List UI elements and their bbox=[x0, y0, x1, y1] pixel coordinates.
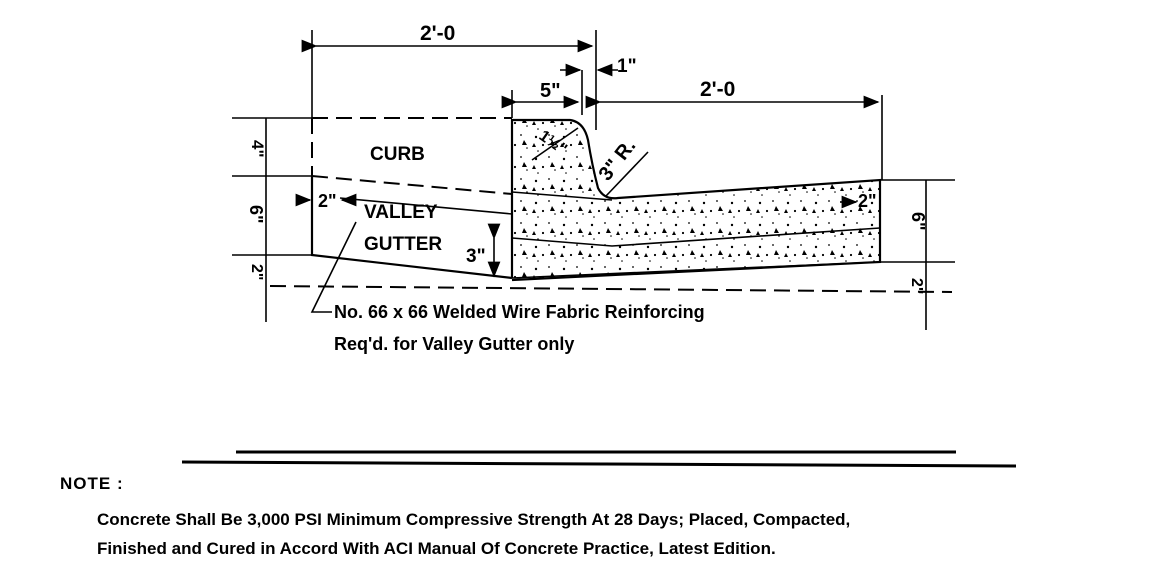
label-reinforcing-line1: No. 66 x 66 Welded Wire Fabric Reinforci… bbox=[334, 302, 705, 322]
dim-right-lower: 2" bbox=[908, 278, 925, 294]
dim-fabric-depth: 3" bbox=[466, 246, 486, 267]
reinforcing-line bbox=[511, 227, 881, 247]
radius-small-leader bbox=[531, 127, 579, 161]
note-line-1: Concrete Shall Be 3,000 PSI Minimum Comp… bbox=[97, 510, 851, 529]
dim-left-upper: 4" bbox=[248, 140, 267, 158]
dim-right-mid: 6" bbox=[908, 212, 928, 231]
dim-top-width: 2'-0 bbox=[420, 22, 455, 45]
dim-lip-left: 2" bbox=[318, 191, 337, 211]
dim-gutter-width: 2'-0 bbox=[700, 78, 735, 101]
dim-curb-top: 5" bbox=[540, 80, 561, 102]
dim-left-mid: 6" bbox=[246, 205, 266, 224]
valley-lip bbox=[339, 197, 513, 215]
label-gutter: GUTTER bbox=[364, 234, 442, 255]
dim-lip-right: 2" bbox=[858, 191, 877, 211]
concrete-section bbox=[512, 120, 880, 280]
separator-line-lower bbox=[181, 460, 1017, 468]
bottom-line bbox=[511, 261, 881, 279]
curb-gutter-outline bbox=[510, 118, 882, 282]
dim-gap: 1" bbox=[617, 56, 637, 77]
dim-left-lower: 2" bbox=[248, 264, 265, 280]
note-title: NOTE : bbox=[60, 474, 124, 493]
curb-dashed-slope bbox=[311, 175, 513, 195]
gutter-top-surface bbox=[511, 191, 613, 201]
reinforcing-leader bbox=[310, 221, 357, 313]
label-reinforcing-line2: Req'd. for Valley Gutter only bbox=[334, 334, 574, 354]
subgrade-dashed-line bbox=[269, 285, 953, 293]
dim-radius-large: 3" R. bbox=[595, 135, 641, 185]
note-line-2: Finished and Cured in Accord With ACI Ma… bbox=[97, 539, 776, 558]
label-valley: VALLEY bbox=[364, 202, 438, 223]
radius-large-leader bbox=[605, 151, 649, 197]
label-curb: CURB bbox=[370, 144, 425, 165]
